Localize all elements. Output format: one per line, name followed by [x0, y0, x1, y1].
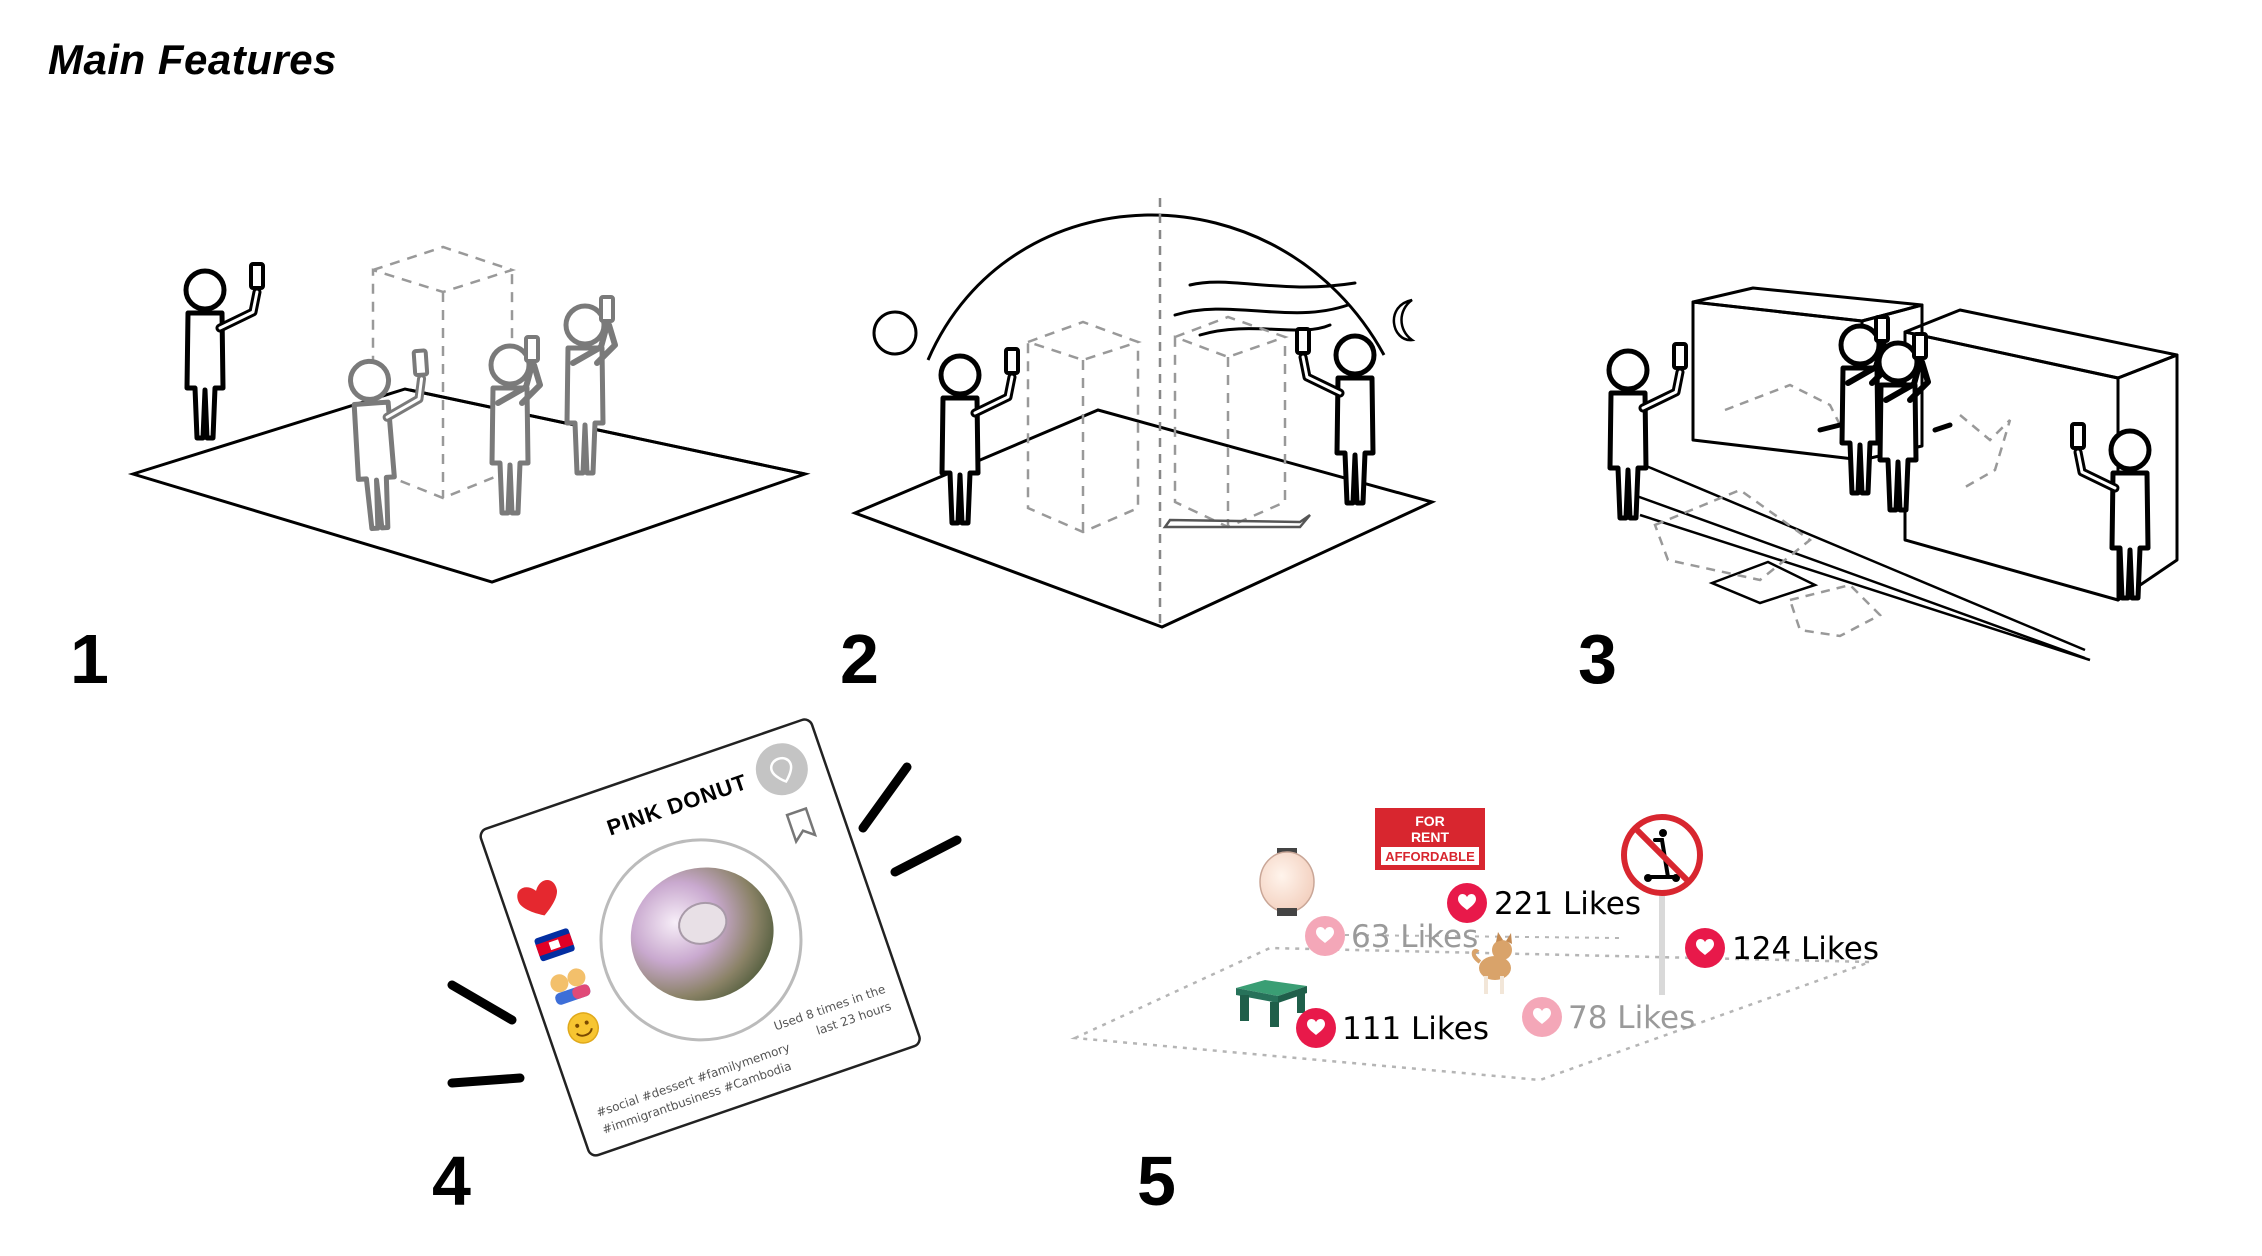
heart-icon [517, 880, 557, 916]
panel-number-4: 4 [432, 1142, 471, 1220]
sign-line-1: FOR [1415, 813, 1445, 829]
sign-line-2: RENT [1411, 829, 1450, 845]
for-rent-sign: FOR RENT AFFORDABLE [1375, 808, 1485, 870]
likes-label-63: 63 Likes [1351, 919, 1478, 955]
like-badge-78[interactable]: 78 Likes [1522, 997, 1695, 1037]
panel-number-1: 1 [70, 620, 109, 698]
no-scooter-sign-icon [1621, 814, 1703, 995]
cambodia-flag-icon [534, 928, 575, 962]
panel-3-illustration [1609, 286, 2179, 662]
bookmark-icon [785, 806, 818, 845]
likes-label-221: 221 Likes [1494, 886, 1641, 922]
likes-label-111: 111 Likes [1342, 1011, 1489, 1047]
panel-number-2: 2 [840, 620, 879, 698]
panel-number-5: 5 [1137, 1142, 1176, 1220]
like-badge-221[interactable]: 221 Likes [1447, 883, 1641, 923]
panel-1-illustration [127, 245, 811, 584]
smiley-icon [567, 1012, 600, 1044]
sign-line-3: AFFORDABLE [1385, 849, 1475, 864]
panel-4-illustration: PINK DONUT [447, 718, 962, 1157]
like-badge-124[interactable]: 124 Likes [1685, 928, 1879, 968]
green-table-icon [1236, 980, 1307, 1027]
panel-number-3: 3 [1578, 620, 1617, 698]
likes-label-124: 124 Likes [1732, 931, 1879, 967]
location-pin-icon [755, 743, 808, 796]
panel-2-illustration [850, 198, 1437, 629]
dog-icon [1471, 932, 1512, 994]
page-title: Main Features [48, 36, 337, 83]
like-badge-63[interactable]: 63 Likes [1305, 916, 1478, 956]
panel-5-illustration: FOR RENT AFFORDABLE [1070, 808, 1879, 1082]
like-badge-111[interactable]: 111 Likes [1296, 1008, 1489, 1048]
likes-label-78: 78 Likes [1568, 1000, 1695, 1036]
family-emoji-icon [550, 968, 591, 1005]
lantern-icon [1259, 848, 1315, 916]
